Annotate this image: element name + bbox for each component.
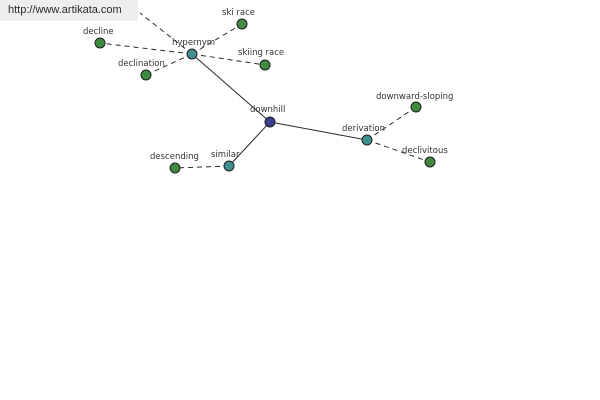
edge-downhill-similar	[228, 121, 271, 167]
node-downhill[interactable]	[264, 116, 276, 128]
node-label-derivation[interactable]: derivation	[342, 124, 385, 134]
labels-layer: downhill hypernym derivation similar ski rac…	[83, 8, 453, 162]
node-ski-race[interactable]	[236, 18, 248, 30]
node-label-descending[interactable]: descending	[150, 152, 199, 162]
node-hypernym[interactable]	[186, 48, 198, 60]
node-declivitous[interactable]	[424, 156, 436, 168]
node-label-decline[interactable]: decline	[83, 27, 114, 37]
edge-hypernym-ski-race	[191, 23, 243, 55]
node-derivation[interactable]	[361, 134, 373, 146]
node-skiing-race[interactable]	[259, 59, 271, 71]
node-declination[interactable]	[140, 69, 152, 81]
edge-downhill-hypernym	[191, 53, 271, 123]
node-similar[interactable]	[223, 160, 235, 172]
node-label-similar[interactable]: similar	[211, 150, 240, 160]
node-label-ski-race[interactable]: ski race	[222, 8, 255, 18]
edge-downhill-derivation	[269, 121, 368, 141]
node-label-hypernym[interactable]: hypernym	[172, 38, 215, 48]
edge-hypernym-offscreen	[139, 12, 193, 55]
node-descending[interactable]	[169, 162, 181, 174]
edge-derivation-declivitous	[366, 139, 431, 163]
edge-hypernym-skiing-race	[191, 53, 266, 66]
edge-derivation-downward-sloping	[366, 106, 417, 141]
node-label-skiing-race[interactable]: skiing race	[238, 48, 284, 58]
node-label-declination[interactable]: declination	[118, 59, 165, 69]
edge-similar-descending	[174, 165, 230, 169]
node-downward-sloping[interactable]	[410, 101, 422, 113]
node-decline[interactable]	[94, 37, 106, 49]
site-url-banner[interactable]: http://www.artikata.com	[0, 0, 138, 21]
node-label-downhill[interactable]: downhill	[250, 105, 285, 115]
edge-hypernym-decline	[99, 42, 193, 55]
edges-layer	[99, 12, 431, 169]
node-label-declivitous[interactable]: declivitous	[402, 146, 448, 156]
nodes-layer	[94, 18, 436, 174]
node-label-downward-sloping[interactable]: downward-sloping	[376, 92, 453, 102]
